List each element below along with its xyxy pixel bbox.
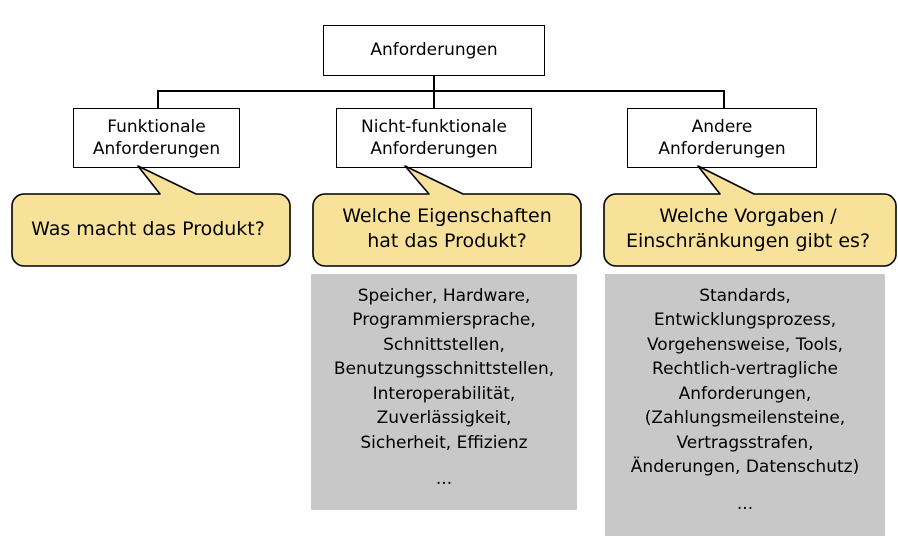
connector-to-nicht-funktionale	[433, 90, 435, 108]
node-nicht-funktionale-line2: Anforderungen	[370, 139, 498, 159]
details-andere-line-4: Rechtlich-vertragliche	[652, 359, 838, 380]
node-funktionale-anforderungen: Funktionale Anforderungen	[73, 108, 240, 168]
node-nicht-funktionale-label: Nicht-funktionale Anforderungen	[361, 116, 507, 161]
node-andere-label: Andere Anforderungen	[658, 116, 785, 161]
callout-funktionale-shape	[11, 165, 291, 267]
details-nicht-funktionale-line-5: Interoperabilität,	[372, 383, 516, 404]
details-andere-line-5: Anforderungen,	[678, 383, 812, 404]
details-andere-line-3: Vorgehensweise, Tools,	[646, 334, 843, 355]
details-andere-line-1: Standards,	[699, 286, 791, 306]
details-andere-line-6: (Zahlungsmeilensteine,	[644, 408, 846, 429]
details-andere-line-8: Änderungen, Datenschutz)	[630, 457, 860, 478]
callout-andere: Welche Vorgaben / Einschränkungen gibt e…	[598, 165, 898, 270]
details-andere-ellipsis: ...	[736, 493, 754, 514]
details-andere-line-7: Vertragsstrafen,	[676, 432, 814, 453]
node-andere-line1: Andere	[691, 116, 753, 137]
details-nicht-funktionale-line-1: Speicher, Hardware,	[357, 286, 531, 306]
details-nicht-funktionale-line-7: Sicherheit, Effizienz	[360, 432, 528, 453]
connector-horizontal-bar	[157, 90, 724, 92]
connector-root-stem	[433, 76, 435, 92]
details-nicht-funktionale-line-3: Schnittstellen,	[383, 334, 505, 355]
details-andere-line-2: Entwicklungsprozess,	[653, 310, 837, 331]
node-funktionale-anforderungen-label: Funktionale Anforderungen	[93, 116, 220, 161]
node-andere-line2: Anforderungen	[658, 139, 786, 159]
details-nicht-funktionale-line-4: Benutzungsschnittstellen,	[333, 359, 555, 380]
details-andere: Standards, Entwicklungsprozess, Vorgehen…	[605, 274, 885, 536]
details-nicht-funktionale-line-6: Zuverlässigkeit,	[376, 408, 512, 429]
node-anforderungen-label: Anforderungen	[370, 40, 498, 61]
node-nicht-funktionale-anforderungen: Nicht-funktionale Anforderungen	[336, 108, 532, 168]
details-nicht-funktionale: Speicher, Hardware, Programmiersprache, …	[311, 274, 577, 510]
details-nicht-funktionale-ellipsis: ...	[435, 469, 453, 490]
connector-to-funktionale	[157, 90, 159, 108]
details-nicht-funktionale-line-2: Programmiersprache,	[352, 310, 536, 331]
node-nicht-funktionale-line1: Nicht-funktionale	[361, 116, 507, 137]
node-funktionale-line2: Anforderungen	[92, 139, 221, 159]
callout-andere-shape	[603, 165, 897, 267]
node-andere-anforderungen: Andere Anforderungen	[627, 108, 817, 168]
node-anforderungen: Anforderungen	[323, 25, 545, 76]
callout-funktionale: Was macht das Produkt?	[0, 165, 300, 270]
node-funktionale-line1: Funktionale	[107, 116, 206, 137]
callout-nicht-funktionale: Welche Eigenschaften hat das Produkt?	[311, 165, 583, 270]
connector-to-andere	[723, 90, 725, 108]
callout-nicht-funktionale-shape	[312, 165, 582, 267]
